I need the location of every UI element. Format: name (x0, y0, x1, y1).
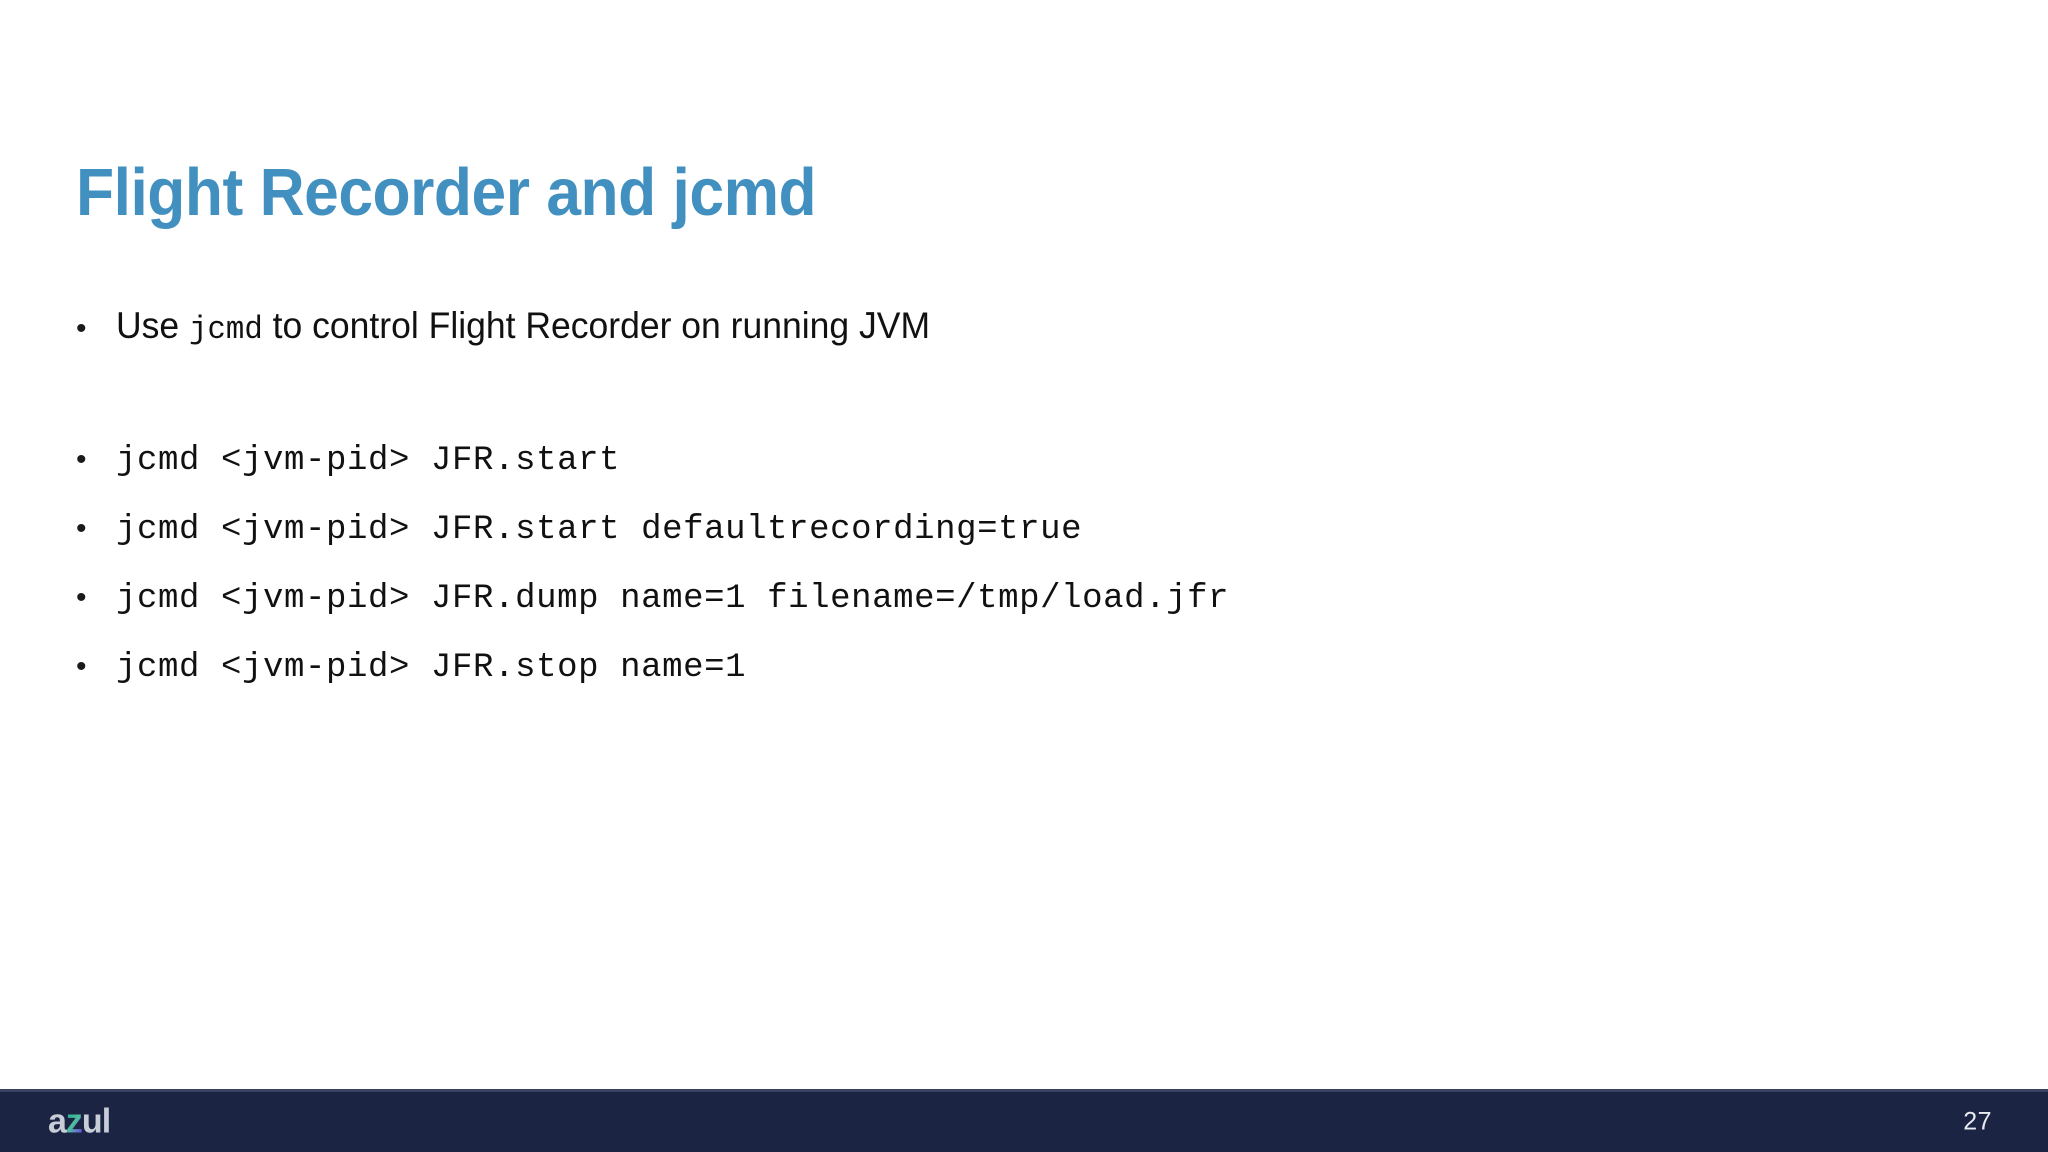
page-number: 27 (1963, 1107, 1992, 1136)
list-item-text: Use jcmd to control Flight Recorder on r… (116, 305, 930, 348)
code-command-text: jcmd <jvm-pid> JFR.stop name=1 (116, 649, 747, 687)
inline-code-jcmd: jcmd (189, 311, 263, 348)
bullet-text-suffix: to control Flight Recorder on running JV… (262, 305, 931, 346)
azul-logo-a: a (48, 1102, 67, 1141)
code-command-text: jcmd <jvm-pid> JFR.start defaultrecordin… (116, 511, 1083, 549)
list-item: • jcmd <jvm-pid> JFR.start (76, 442, 620, 480)
azul-logo-z-gradient: z (65, 1102, 83, 1141)
code-command-text: jcmd <jvm-pid> JFR.start (116, 442, 621, 480)
bullet-point-icon: • (76, 312, 87, 345)
list-item: • jcmd <jvm-pid> JFR.start defaultrecord… (76, 511, 1082, 549)
bullet-point-icon: • (76, 581, 87, 614)
list-item: • jcmd <jvm-pid> JFR.stop name=1 (76, 649, 746, 687)
list-item: • Use jcmd to control Flight Recorder on… (76, 305, 964, 348)
bullet-point-icon: • (76, 512, 87, 545)
azul-logo-ul: ul (81, 1102, 111, 1141)
code-command-text: jcmd <jvm-pid> JFR.dump name=1 filename=… (116, 580, 1230, 618)
bullet-point-icon: • (76, 650, 87, 683)
slide-footer: azul 27 (0, 1089, 2048, 1152)
bullet-point-icon: • (76, 443, 87, 476)
azul-logo: azul (48, 1102, 111, 1141)
bullet-text-prefix: Use (116, 305, 190, 346)
page-title: Flight Recorder and jcmd (76, 154, 817, 230)
list-item: • jcmd <jvm-pid> JFR.dump name=1 filenam… (76, 580, 1229, 618)
